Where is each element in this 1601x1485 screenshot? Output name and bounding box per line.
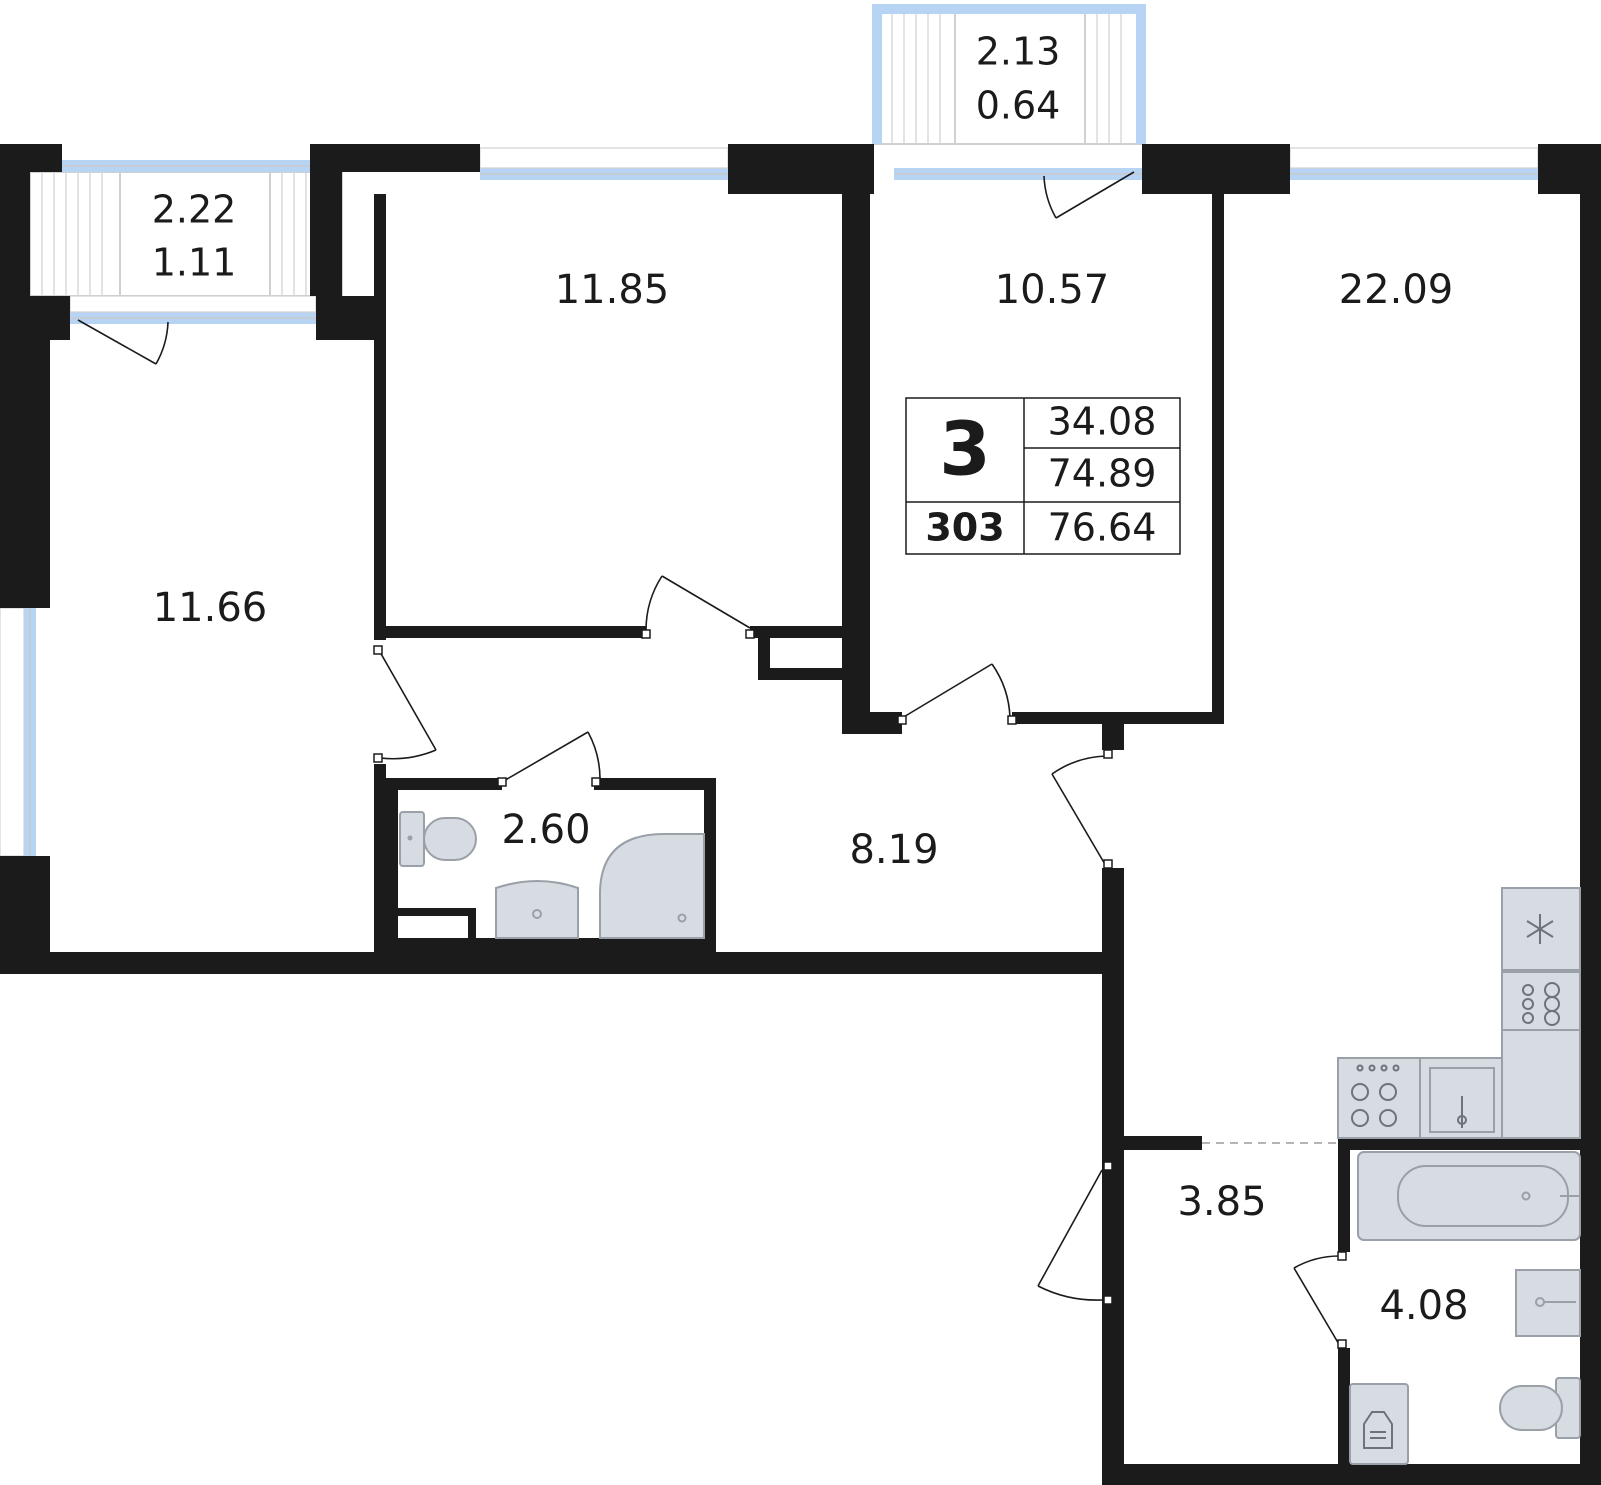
- balcony-top-area: 2.13: [976, 30, 1061, 74]
- total-area: 74.89: [1048, 452, 1157, 496]
- balcony-left-reduced-area: 1.11: [152, 241, 237, 285]
- room-bedroom-right-area: 10.57: [995, 267, 1110, 313]
- bathroom-fixtures: [1349, 1151, 1581, 1465]
- room-hallway-area: 8.19: [849, 827, 938, 873]
- snowflake-icon: [1526, 914, 1554, 944]
- oven-burners-icon: [1522, 982, 1560, 1026]
- balcony-top: 2.13 0.64: [872, 4, 1146, 145]
- kitchen-fixtures: [1337, 887, 1581, 1139]
- room-kitchen-living-area: 22.09: [1339, 267, 1454, 313]
- living-area: 34.08: [1048, 400, 1157, 444]
- room-entry-area: 3.85: [1177, 1179, 1266, 1225]
- apartment-number: 303: [925, 506, 1004, 550]
- washing-machine-icon: [1363, 1411, 1393, 1449]
- room-labels: 11.66 11.85 10.57 22.09 8.19 2.60 3.85 4…: [153, 267, 1469, 1329]
- room-bedroom-middle-area: 11.85: [555, 267, 670, 313]
- apartment-summary: 3 303 34.08 74.89 76.64: [905, 397, 1181, 555]
- toilet-fixtures: [399, 811, 705, 939]
- windows: [0, 147, 1539, 857]
- balcony-left-area: 2.22: [152, 188, 237, 232]
- total-area-with-balconies: 76.64: [1048, 506, 1157, 550]
- rooms-count: 3: [939, 407, 991, 493]
- room-bedroom-left-area: 11.66: [153, 585, 268, 631]
- doors: [77, 171, 1347, 1349]
- room-toilet-area: 2.60: [501, 807, 590, 853]
- balcony-left: 2.22 1.11: [29, 160, 343, 297]
- walls: [0, 144, 1601, 1485]
- balcony-top-reduced-area: 0.64: [976, 84, 1061, 128]
- hob-icon: [1351, 1064, 1400, 1127]
- room-bathroom-area: 4.08: [1379, 1283, 1468, 1329]
